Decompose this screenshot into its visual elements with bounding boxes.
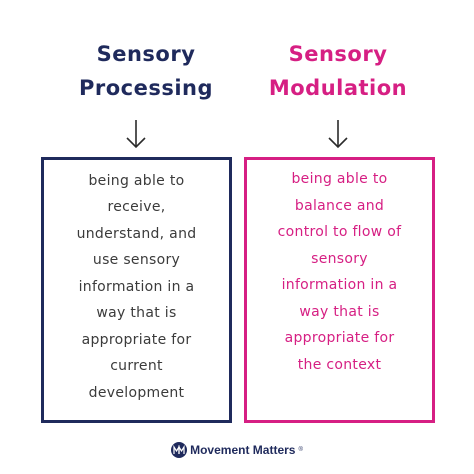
registered-mark: ® xyxy=(298,447,303,453)
brand-name: Movement Matters xyxy=(190,443,296,457)
title-left-line1: Sensory xyxy=(96,42,196,66)
sensory-processing-box: being able to receive, understand, and u… xyxy=(41,157,232,423)
sensory-modulation-box: being able to balance and control to flo… xyxy=(244,157,435,423)
title-right-line1: Sensory xyxy=(288,42,388,66)
arrow-down-icon xyxy=(126,120,146,149)
sensory-processing-description: being able to receive, understand, and u… xyxy=(76,172,197,401)
sensory-modulation-description: being able to balance and control to flo… xyxy=(277,171,402,373)
arrow-down-icon xyxy=(328,120,348,149)
title-right-line2: Modulation xyxy=(268,76,408,100)
sensory-modulation-title: Sensory Modulation xyxy=(238,37,438,105)
title-left-line2: Processing xyxy=(78,76,214,100)
mm-logo-icon xyxy=(171,442,188,458)
brand-footer: Movement Matters® xyxy=(0,442,474,458)
sensory-processing-title: Sensory Processing xyxy=(46,37,246,105)
